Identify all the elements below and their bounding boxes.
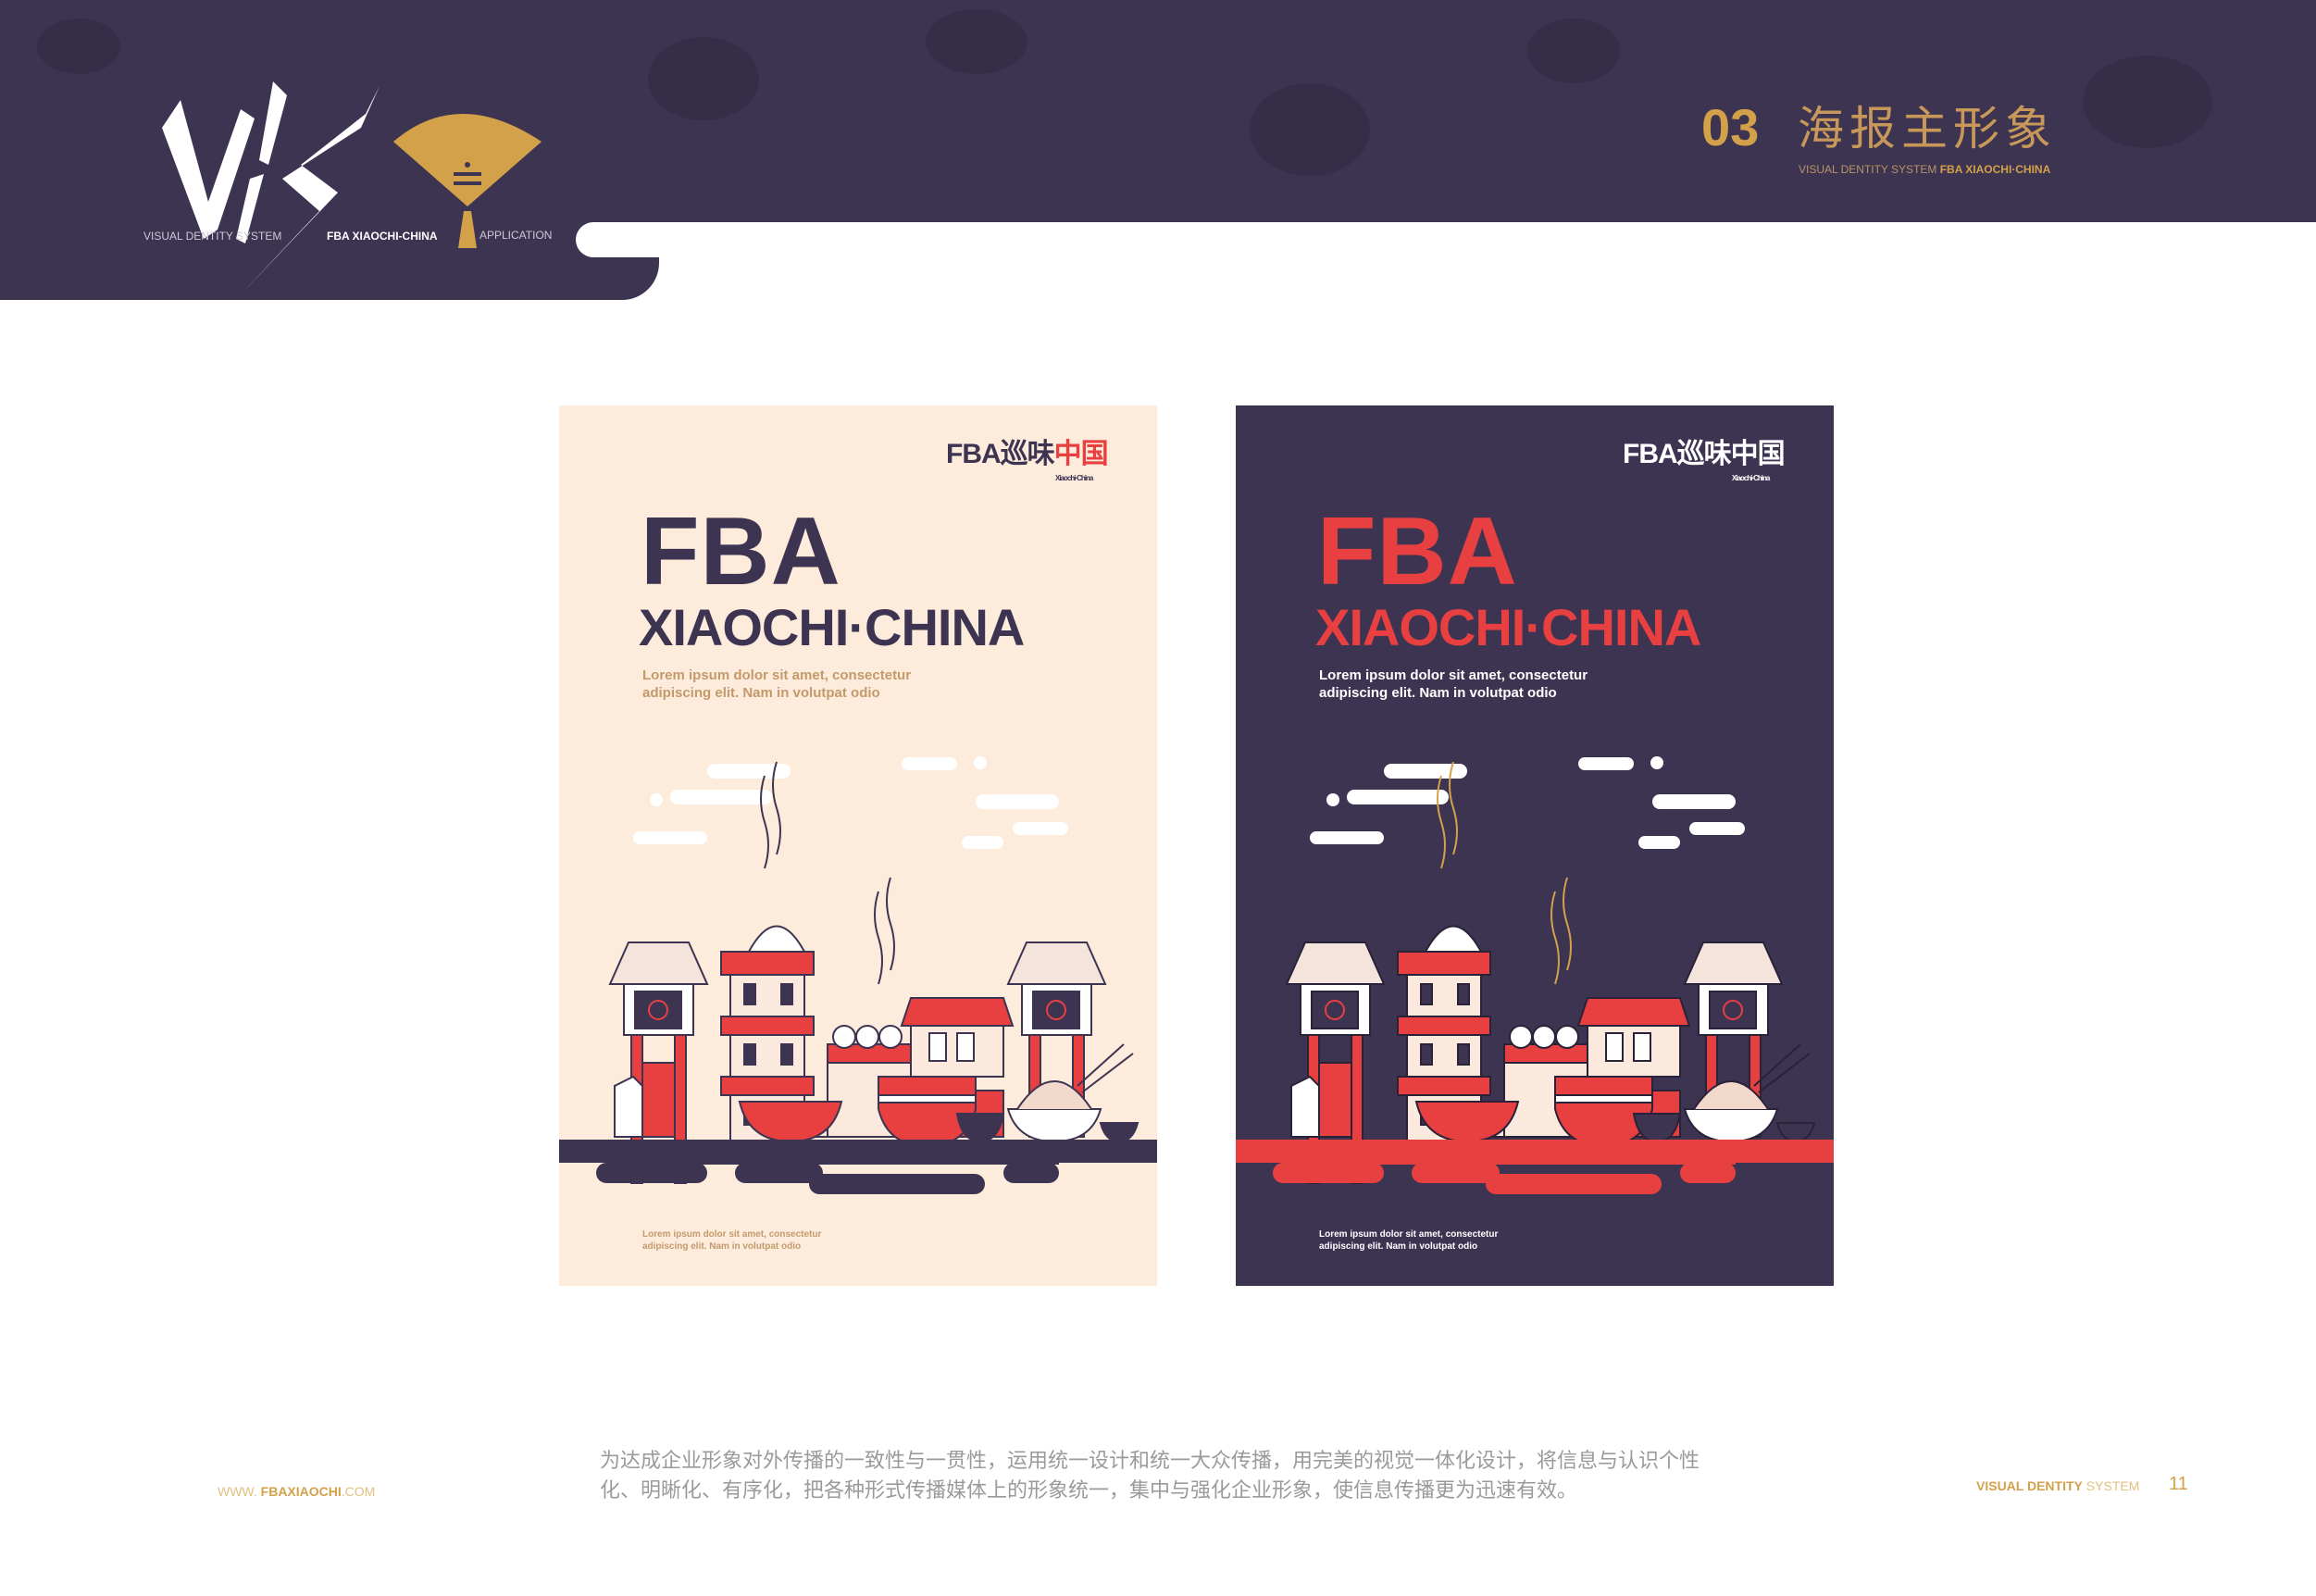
logo-caption-right: APPLICATION xyxy=(479,229,553,242)
poster-footer-lorem: Lorem ipsum dolor sit amet, consectetur … xyxy=(642,1229,822,1252)
poster-logo-latin: FBA xyxy=(946,439,1002,469)
buildings xyxy=(608,925,1107,1184)
poster-lorem: Lorem ipsum dolor sit amet, consectetur … xyxy=(642,667,912,701)
poster-subtitle: XIAOCHI·CHINA xyxy=(639,598,1025,656)
clouds xyxy=(633,756,1068,849)
steam xyxy=(1437,761,1572,985)
footer-website[interactable]: WWW. FBAXIAOCHI.COM xyxy=(218,1484,375,1499)
header-cloud-notch xyxy=(576,222,659,257)
page-number: 11 xyxy=(2169,1474,2188,1494)
vis-logo xyxy=(162,81,542,294)
system-light: SYSTEM xyxy=(2086,1478,2140,1493)
poster-logo-sub: Xiaochi·China xyxy=(1732,474,1770,482)
poster-illustration xyxy=(559,756,1157,1194)
bowls xyxy=(614,1043,1139,1148)
poster-title: FBA xyxy=(641,498,841,605)
bowls xyxy=(1290,1043,1816,1148)
footer-paragraph: 为达成企业形象对外传播的一致性与一贯性，运用统一设计和统一大众传播，用完美的视觉… xyxy=(600,1450,1700,1502)
clouds xyxy=(1310,756,1745,849)
buildings xyxy=(1285,925,1784,1184)
poster-logo-cn-a: 巡味 xyxy=(1676,438,1732,470)
url-domain: FBAXIAOCHI xyxy=(260,1484,342,1499)
url-suffix: .COM xyxy=(341,1484,376,1499)
poster-logo: FBA巡味中国 Xiaochi·China xyxy=(1623,438,1786,483)
section-subtitle-bold: FBA XIAOCHI·CHINA xyxy=(1939,163,2051,176)
section-number: 03 xyxy=(1701,98,1760,156)
poster-logo-sub: Xiaochi·China xyxy=(1055,474,1093,482)
poster-lorem: Lorem ipsum dolor sit amet, consectetur … xyxy=(1319,667,1588,701)
poster-light: FBA巡味中国 Xiaochi·China FBA XIAOCHI·CHINA … xyxy=(559,405,1157,1286)
poster-dark: FBA巡味中国 Xiaochi·China FBA XIAOCHI·CHINA … xyxy=(1236,405,1834,1286)
fan-icon xyxy=(393,114,542,248)
logo-caption-left: VISUAL DENTITY SYSTEM xyxy=(143,230,282,243)
poster-illustration xyxy=(1236,756,1834,1194)
section-subtitle-light: VISUAL DENTITY SYSTEM xyxy=(1799,163,1937,176)
section-title: 海报主形象 xyxy=(1798,102,2057,156)
poster-subtitle: XIAOCHI·CHINA xyxy=(1315,598,1701,656)
steam xyxy=(760,761,895,985)
bottom-clouds xyxy=(596,1157,1059,1194)
section-subtitle: VISUAL DENTITY SYSTEM FBA XIAOCHI·CHINA xyxy=(1799,163,2050,176)
poster-footer-lorem: Lorem ipsum dolor sit amet, consectetur … xyxy=(1319,1229,1499,1252)
url-prefix: WWW. xyxy=(218,1484,257,1499)
poster-title: FBA xyxy=(1317,498,1518,605)
poster-logo-latin: FBA xyxy=(1623,439,1678,469)
bottom-clouds xyxy=(1273,1157,1736,1194)
logo-caption-middle: FBA XIAOCHI-CHINA xyxy=(327,230,438,243)
poster-logo-cn-a: 巡味 xyxy=(1000,438,1055,470)
system-bold: VISUAL DENTITY xyxy=(1976,1478,2083,1493)
poster-logo-cn-b: 中国 xyxy=(1053,438,1109,470)
poster-logo-cn-b: 中国 xyxy=(1730,438,1786,470)
footer-system-label: VISUAL DENTITY SYSTEM xyxy=(1976,1478,2139,1493)
header-tab xyxy=(0,185,659,300)
poster-logo: FBA巡味中国 Xiaochi·China xyxy=(946,438,1109,483)
